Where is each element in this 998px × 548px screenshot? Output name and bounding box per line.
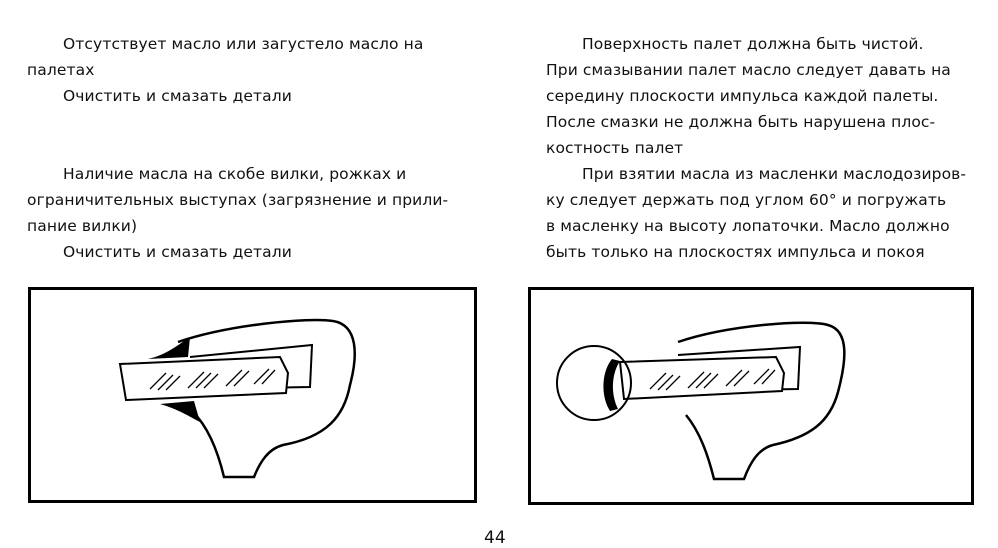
- pallet-hatching: [149, 368, 276, 391]
- left-figure-illustration: [28, 287, 477, 503]
- para-1-line-1: Поверхность палет должна быть чистой.: [582, 35, 924, 53]
- problem-2-line-2: ограничительных выступах (загрязнение и …: [27, 191, 449, 209]
- right-figure-illustration: [528, 287, 974, 505]
- para-1-line-2: При смазывании палет масло следует дават…: [546, 61, 951, 79]
- problem-1-line-1: Отсутствует масло или загустело масло на: [63, 35, 424, 53]
- para-1-line-4: После смазки не должна быть нарушена пло…: [546, 113, 936, 131]
- oil-deposit-top: [148, 337, 190, 359]
- problem-2-line-3: пание вилки): [27, 217, 138, 235]
- fork-body-outline: [677, 321, 846, 481]
- para-2-line-1: При взятии масла из масленки маслодозиро…: [582, 165, 967, 183]
- para-2-line-4: быть только на плоскостях импульса и пок…: [546, 243, 925, 261]
- page-number: 44: [484, 528, 506, 548]
- fix-2: Очистить и смазать детали: [63, 243, 292, 261]
- para-1-line-3: середину плоскости импульса каждой палет…: [546, 87, 939, 105]
- pallet-hatching: [649, 368, 776, 391]
- pallet: [118, 355, 290, 402]
- left-column: Отсутствует масло или загустело масло на…: [27, 31, 459, 265]
- problem-1-line-2: палетах: [27, 61, 95, 79]
- para-1-line-5: костность палет: [546, 139, 684, 157]
- fork-body-outline: [177, 318, 356, 479]
- para-2-line-3: в масленку на высоту лопаточки. Масло до…: [546, 217, 950, 235]
- fix-1: Очистить и смазать детали: [63, 87, 292, 105]
- right-column: Поверхность палет должна быть чистой. Пр…: [546, 31, 973, 265]
- pallet: [618, 355, 786, 401]
- oil-on-impulse-plane: [603, 359, 620, 411]
- para-2-line-2: ку следует держать под углом 60° и погру…: [546, 191, 947, 209]
- problem-2-line-1: Наличие масла на скобе вилки, рожках и: [63, 165, 407, 183]
- magnifier-circle: [556, 345, 632, 421]
- oil-deposit-bottom: [160, 401, 200, 422]
